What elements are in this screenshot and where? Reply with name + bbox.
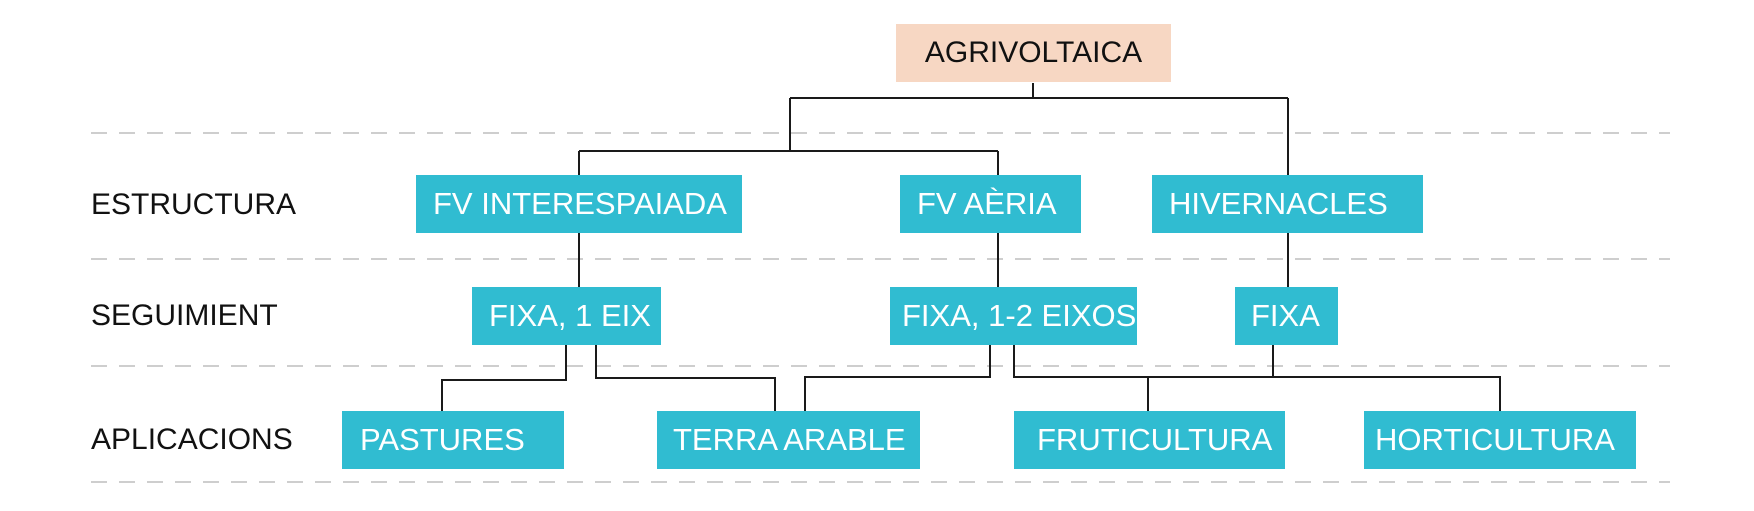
node-terra-arable: TERRA ARABLE [657, 411, 920, 469]
row-label-estructura: ESTRUCTURA [91, 188, 297, 221]
node-fixa: FIXA [1235, 287, 1338, 345]
node-horticultura: HORTICULTURA [1364, 411, 1636, 469]
row-label-aplicacions: APLICACIONS [91, 423, 293, 456]
node-fixa-1-2-eixos: FIXA, 1-2 EIXOS [890, 287, 1137, 345]
node-fixa-1-eix: FIXA, 1 EIX [472, 287, 661, 345]
connector-fixa-1-eix-to-terra-arable [595, 345, 776, 411]
node-fv-aeria: FV AÈRIA [900, 175, 1081, 233]
node-agrivoltaica: AGRIVOLTAICA [896, 24, 1171, 82]
node-fruticultura: FRUTICULTURA [1014, 411, 1285, 469]
node-pastures: PASTURES [342, 411, 564, 469]
node-hivernacles: HIVERNACLES [1152, 175, 1423, 233]
connector-fixa-1-eix-to-pastures [441, 345, 567, 411]
node-fv-interespaiada: FV INTERESPAIADA [416, 175, 742, 233]
row-label-seguimient: SEGUIMIENT [91, 299, 278, 332]
connector-fixa-1-2-eixos-to-terra-arable [804, 345, 991, 411]
connector-to-horticultura [1013, 345, 1501, 411]
